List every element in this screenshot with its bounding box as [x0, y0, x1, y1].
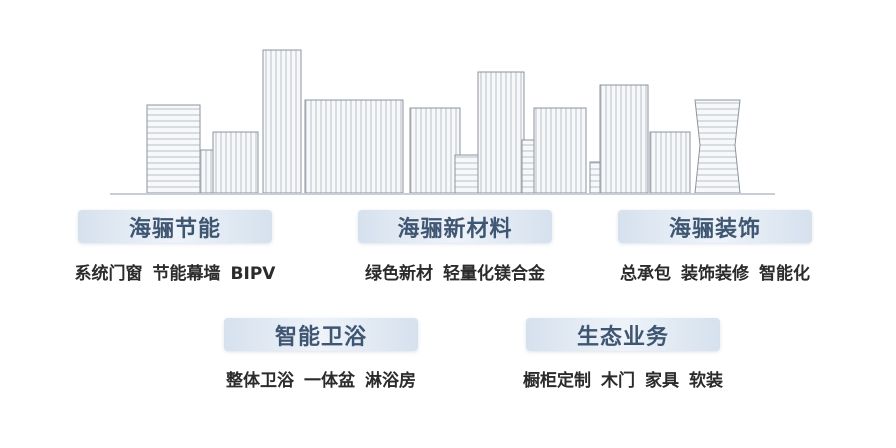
item: 装饰装修	[681, 264, 749, 284]
item: 节能幕墙	[152, 264, 221, 284]
section-items-smart-bathroom: 整体卫浴一体盆淋浴房	[171, 366, 471, 391]
item: 家具	[645, 371, 679, 391]
item: 整体卫浴	[226, 371, 294, 391]
section-title-eco-business: 生态业务	[526, 318, 720, 351]
item: 系统门窗	[74, 264, 143, 284]
item: 智能化	[759, 264, 810, 284]
section-title-smart-bathroom: 智能卫浴	[224, 318, 418, 351]
item: 绿色新材	[365, 264, 433, 284]
section-items-eco-business: 橱柜定制木门家具软装	[473, 366, 773, 391]
section-title-hl-energy: 海骊节能	[78, 210, 272, 243]
section-title-hl-new-materials: 海骊新材料	[358, 210, 552, 243]
item: 软装	[689, 371, 723, 391]
item: 木门	[601, 371, 635, 391]
item: 一体盆	[304, 371, 355, 391]
item: 轻量化镁合金	[443, 264, 545, 284]
section-items-hl-decoration: 总承包装饰装修智能化	[565, 259, 865, 284]
section-items-hl-new-materials: 绿色新材轻量化镁合金	[305, 259, 605, 284]
item: 总承包	[620, 264, 671, 284]
city-skyline-illustration	[110, 49, 775, 195]
item: 淋浴房	[365, 371, 416, 391]
item: BIPV	[230, 264, 276, 284]
section-title-hl-decoration: 海骊装饰	[618, 210, 812, 243]
section-items-hl-energy: 系统门窗节能幕墙 BIPV	[25, 259, 325, 284]
item: 橱柜定制	[523, 371, 591, 391]
